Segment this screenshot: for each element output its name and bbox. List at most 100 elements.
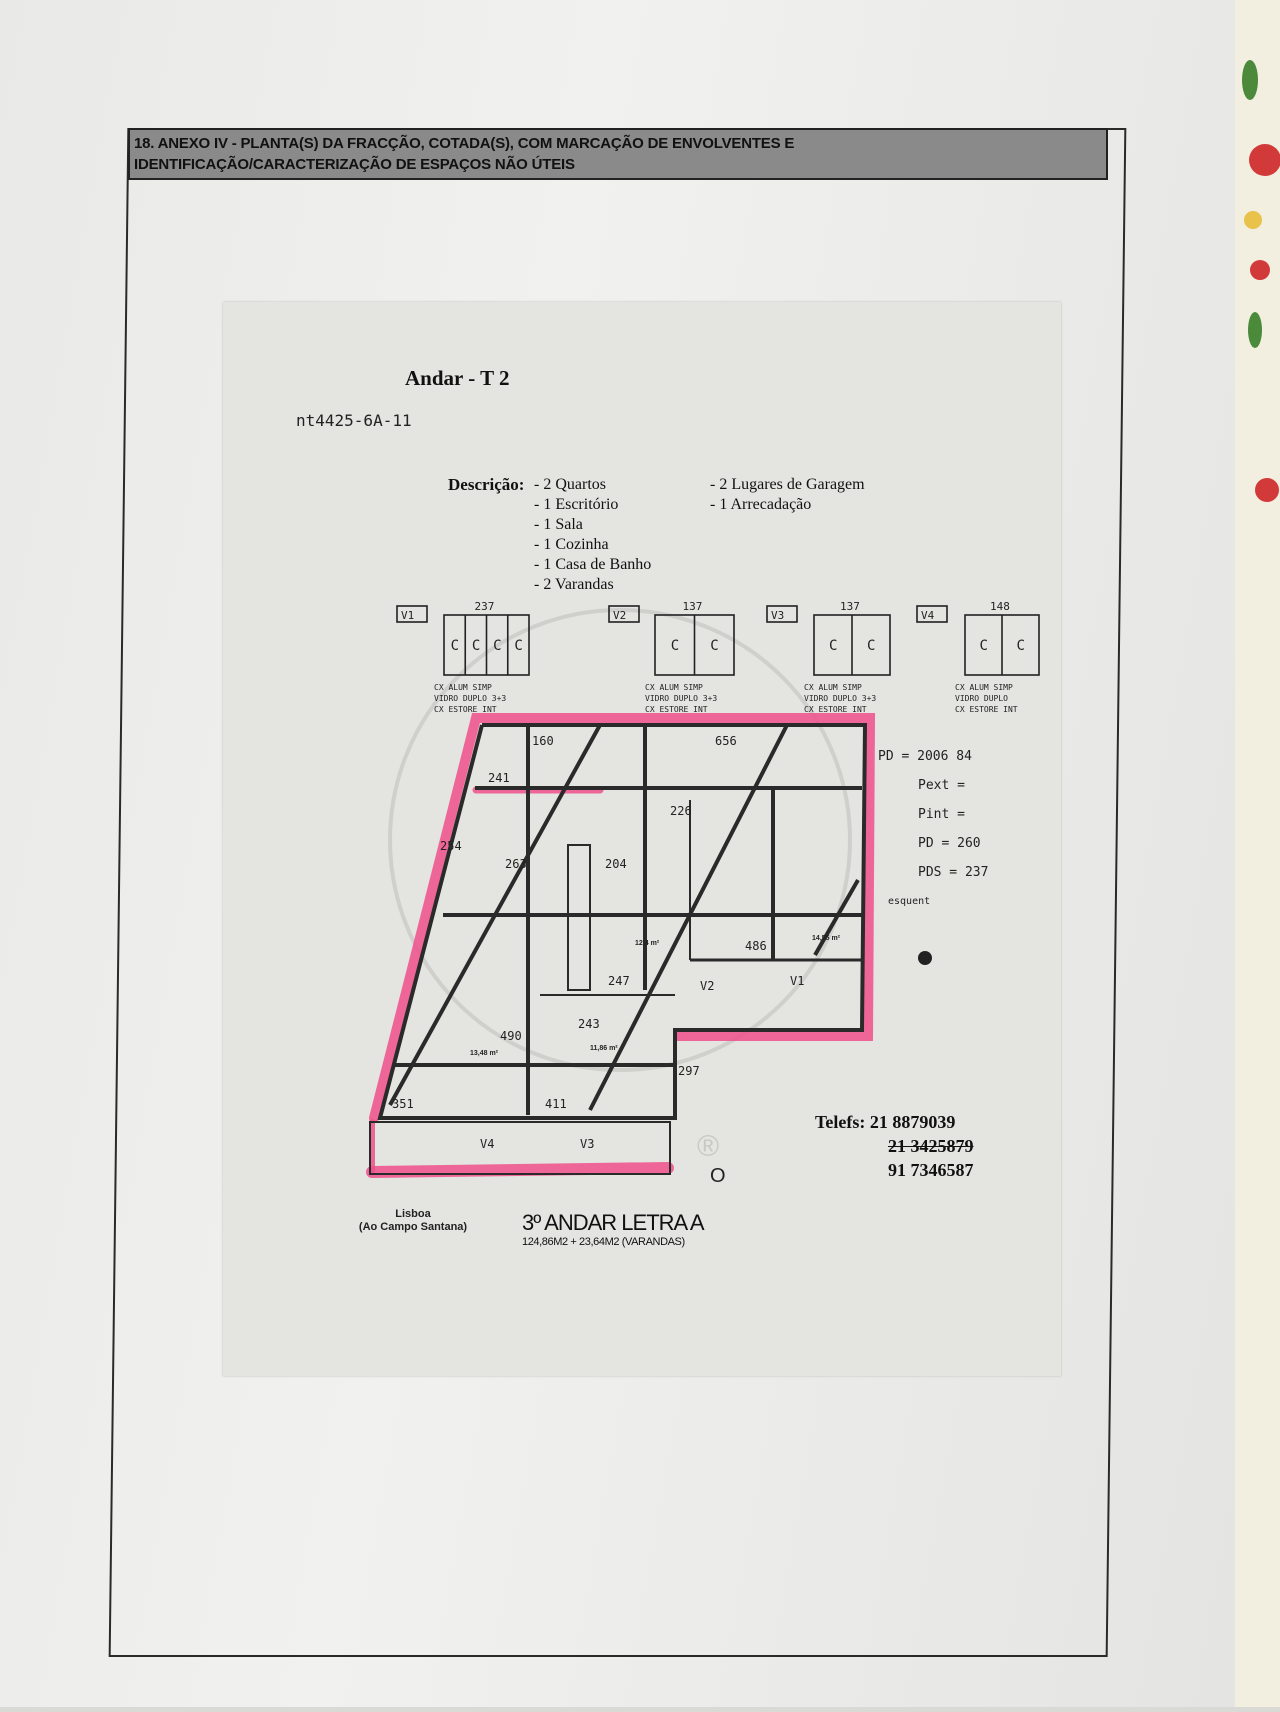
description-rooms: - 2 Quartos - 1 Escritório - 1 Sala - 1 … xyxy=(534,475,651,595)
phones-block: Telefs: 21 8879039 21 3425879 91 7346587 xyxy=(815,1110,974,1182)
window-label-box xyxy=(608,605,640,623)
unit-area: 124,86M2 + 23,64M2 (VARANDAS) xyxy=(522,1236,685,1248)
description-extras: - 2 Lugares de Garagem - 1 Arrecadação xyxy=(710,475,865,515)
room-area: 14,55 m² xyxy=(812,935,841,942)
header-line-2: IDENTIFICAÇÃO/CARACTERIZAÇÃO DE ESPAÇOS … xyxy=(134,156,575,173)
window-note: VIDRO DUPLO 3+3 xyxy=(804,694,876,703)
watermark-logo xyxy=(388,608,852,1072)
window-label: V3 xyxy=(771,609,784,622)
dimension-label: V1 xyxy=(790,974,804,988)
room-area: 11,86 m² xyxy=(590,1045,618,1052)
description-label: Descrição: xyxy=(448,475,525,494)
pane-type: C xyxy=(514,638,522,654)
window-note: VIDRO DUPLO xyxy=(955,694,1008,703)
extra-item: - 1 Arrecadação xyxy=(710,496,812,513)
dimension-label: 351 xyxy=(392,1097,414,1111)
header-line-1: 18. ANEXO IV - PLANTA(S) DA FRACÇÃO, COT… xyxy=(134,135,795,152)
extra-item: - 2 Lugares de Garagem xyxy=(710,476,865,493)
note: Pint = xyxy=(918,807,965,822)
pane-type: C xyxy=(710,638,718,654)
window-note: CX ALUM SIMP xyxy=(645,683,703,692)
window-note: VIDRO DUPLO 3+3 xyxy=(645,694,717,703)
dimension-label: V2 xyxy=(700,979,714,993)
pane-type: C xyxy=(867,638,875,654)
room-item: - 1 Escritório xyxy=(534,496,619,513)
room-item: - 2 Varandas xyxy=(534,576,614,593)
location-city: Lisboa xyxy=(395,1208,431,1220)
phone-number: 21 8879039 xyxy=(869,1112,956,1132)
plan-title: Andar - T 2 xyxy=(405,366,510,390)
unit-title: 3º ANDAR LETRA A xyxy=(522,1210,705,1235)
window-width: 137 xyxy=(840,600,860,613)
handwritten-notes: PD = 2006 84 Pext = Pint = PD = 260 PDS … xyxy=(878,742,988,916)
pane-type: C xyxy=(451,638,459,654)
window-note: CX ESTORE INT xyxy=(645,705,708,714)
note: PD = 260 xyxy=(918,836,981,851)
phone-number: 91 7346587 xyxy=(888,1160,974,1180)
floor-plan-sheet xyxy=(223,302,1061,1376)
room-item: - 1 Sala xyxy=(534,516,583,533)
pane-type: C xyxy=(980,638,988,654)
window-label: V2 xyxy=(613,609,626,622)
dimension-label: 411 xyxy=(545,1097,567,1111)
pane-type: C xyxy=(472,638,480,654)
phones-label: Telefs: xyxy=(815,1112,866,1132)
dimension-label: 656 xyxy=(715,734,737,748)
room-area: 12,4 m² xyxy=(635,940,660,947)
window-width: 237 xyxy=(475,600,495,613)
note: PD = 2006 84 xyxy=(878,749,972,764)
room-item: - 1 Casa de Banho xyxy=(534,556,652,573)
room-item: - 2 Quartos xyxy=(534,476,606,493)
window-label: V4 xyxy=(921,609,935,622)
phone-number-struck: 21 3425879 xyxy=(888,1136,974,1156)
window-note: CX ESTORE INT xyxy=(804,705,867,714)
dimension-label: 241 xyxy=(488,771,510,785)
dimension-label: V4 xyxy=(480,1137,494,1151)
window-note: CX ALUM SIMP xyxy=(955,683,1013,692)
location: Lisboa (Ao Campo Santana) xyxy=(333,1208,493,1234)
dimension-label: 486 xyxy=(745,939,767,953)
dimension-label: V3 xyxy=(580,1137,594,1151)
registered-mark: ® xyxy=(697,1130,720,1163)
circle-mark: O xyxy=(710,1165,726,1187)
room-area: 13,48 m² xyxy=(470,1050,499,1057)
dimension-label: 204 xyxy=(605,857,627,871)
room-item: - 1 Cozinha xyxy=(534,536,609,553)
note: esquent xyxy=(888,896,931,907)
note: Pext = xyxy=(918,778,965,793)
tablecloth-background xyxy=(1235,0,1280,1707)
window-label-box xyxy=(916,605,948,623)
pane-type: C xyxy=(671,638,679,654)
boiler-marker xyxy=(918,951,932,965)
handwritten-reference: nt4425-6A-11 xyxy=(296,411,412,430)
dimension-label: 297 xyxy=(678,1064,700,1078)
note: PDS = 237 xyxy=(918,865,989,880)
dimension-label: 263 xyxy=(505,857,527,871)
window-note: CX ESTORE INT xyxy=(434,705,497,714)
window-note: CX ESTORE INT xyxy=(955,705,1018,714)
window-width: 148 xyxy=(990,600,1010,613)
dimension-label: 247 xyxy=(608,974,630,988)
dimension-label: 490 xyxy=(500,1029,522,1043)
window-label: V1 xyxy=(401,609,414,622)
window-label-box xyxy=(396,605,428,623)
section-header: 18. ANEXO IV - PLANTA(S) DA FRACÇÃO, COT… xyxy=(128,128,1108,180)
dimension-label: 243 xyxy=(578,1017,600,1031)
walls xyxy=(369,723,868,1175)
pane-type: C xyxy=(493,638,501,654)
location-area: (Ao Campo Santana) xyxy=(358,1221,468,1233)
dimension-label: 226 xyxy=(670,804,692,818)
window-note: VIDRO DUPLO 3+3 xyxy=(434,694,506,703)
window-label-box xyxy=(766,605,798,623)
window-note: CX ALUM SIMP xyxy=(804,683,862,692)
dimension-label: 160 xyxy=(532,734,554,748)
pane-type: C xyxy=(829,638,837,654)
dimension-label: 254 xyxy=(440,839,462,853)
pane-type: C xyxy=(1017,638,1025,654)
window-note: CX ALUM SIMP xyxy=(434,683,492,692)
